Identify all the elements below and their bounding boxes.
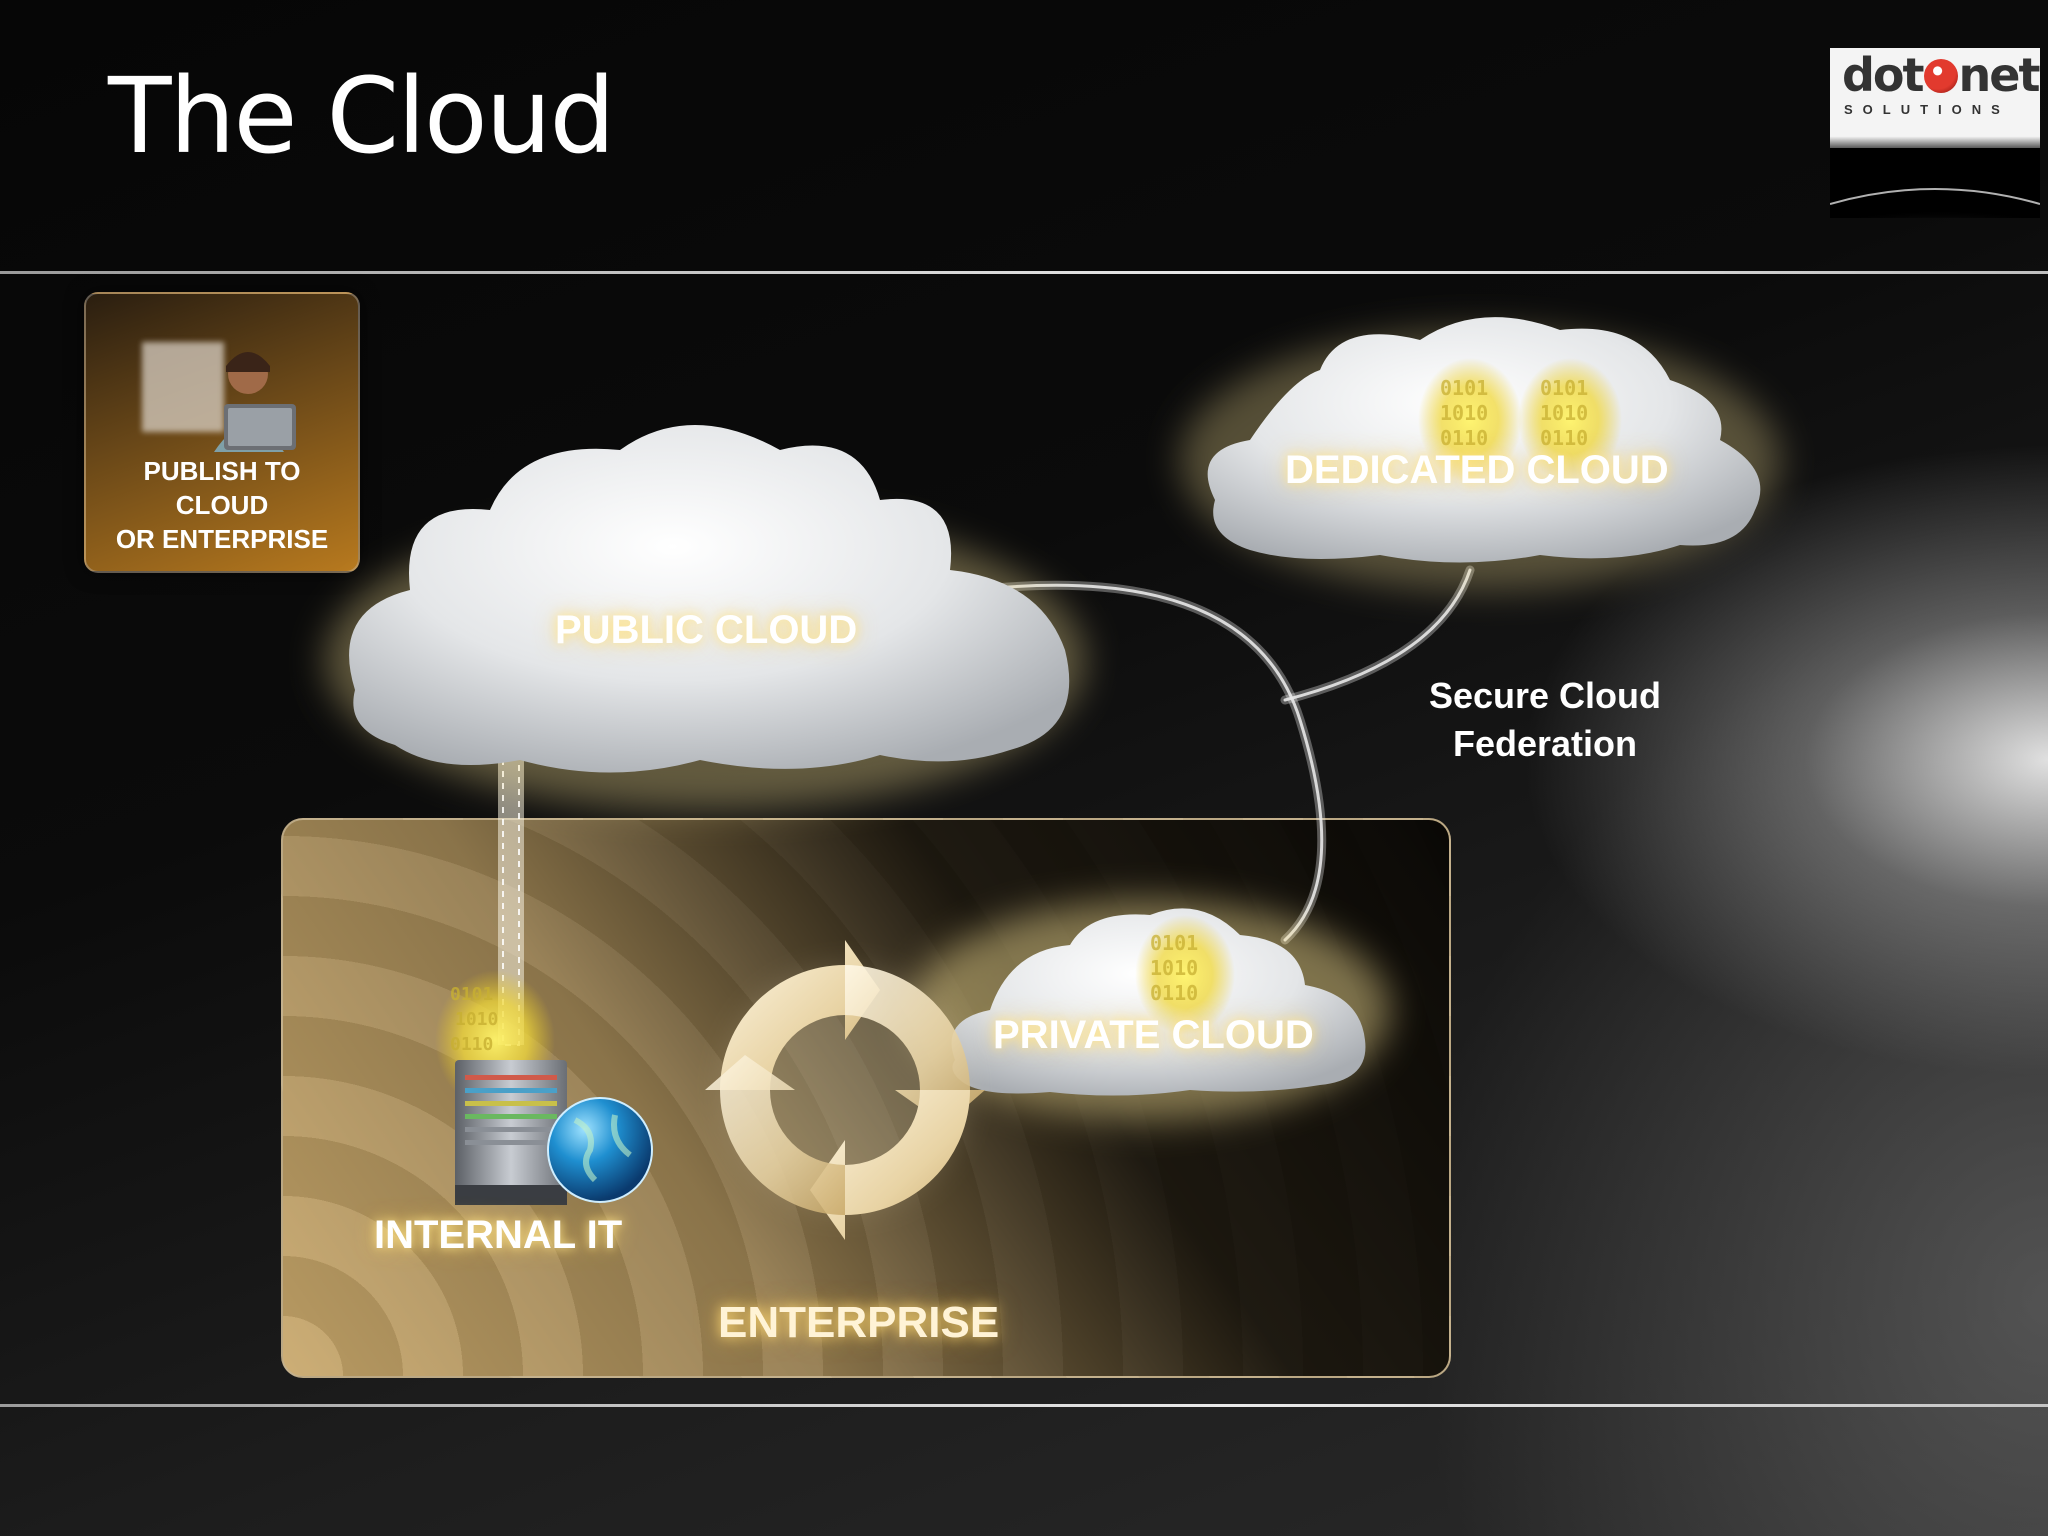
publish-label: PUBLISH TO CLOUD OR ENTERPRISE xyxy=(115,456,329,554)
federation-line-1: Secure Cloud xyxy=(1428,675,1662,716)
logo-globe-icon xyxy=(1923,59,1958,93)
svg-text:1010: 1010 xyxy=(1540,401,1588,425)
svg-text:0101: 0101 xyxy=(1540,376,1588,400)
cycle-arrows-icon xyxy=(705,940,985,1240)
public-cloud-label: PUBLIC CLOUD xyxy=(555,608,858,652)
svg-text:1010: 1010 xyxy=(1440,401,1488,425)
federation-connector xyxy=(970,565,1475,945)
svg-text:0110: 0110 xyxy=(1150,981,1198,1005)
federation-label: Secure Cloud Federation xyxy=(1400,672,1690,768)
logo-horizon-icon xyxy=(1830,148,2040,218)
svg-text:0110: 0110 xyxy=(1440,426,1488,450)
bottom-divider xyxy=(0,1404,2048,1407)
data-bits-icon xyxy=(1418,358,1522,482)
enterprise-label: ENTERPRISE xyxy=(718,1298,1000,1347)
data-bits-icon xyxy=(1518,358,1622,482)
data-bits-icon xyxy=(1135,915,1235,1035)
svg-text:1010: 1010 xyxy=(1150,956,1198,980)
logo-tagline: SOLUTIONS xyxy=(1844,102,2010,117)
internal-it-label: INTERNAL IT xyxy=(374,1213,623,1257)
svg-text:0110: 0110 xyxy=(1540,426,1588,450)
publish-tile[interactable]: PUBLISH TO CLOUD OR ENTERPRISE xyxy=(84,292,360,573)
svg-text:0101: 0101 xyxy=(1440,376,1488,400)
svg-text:0101: 0101 xyxy=(1150,931,1198,955)
svg-text:1010: 1010 xyxy=(455,1009,498,1030)
public-cloud-shape xyxy=(325,425,1085,810)
globe-icon xyxy=(547,1097,653,1203)
svg-text:0101: 0101 xyxy=(450,984,493,1005)
federation-line-2: Federation xyxy=(1452,723,1638,764)
svg-text:0110: 0110 xyxy=(450,1034,493,1055)
person-at-laptop-icon xyxy=(142,342,296,452)
private-cloud-label: PRIVATE CLOUD xyxy=(993,1013,1314,1057)
slide-title: The Cloud xyxy=(108,55,616,177)
top-divider xyxy=(0,271,2048,274)
server-icon: 0101 1010 0110 xyxy=(435,970,567,1205)
dedicated-cloud-label: DEDICATED CLOUD xyxy=(1285,448,1669,492)
